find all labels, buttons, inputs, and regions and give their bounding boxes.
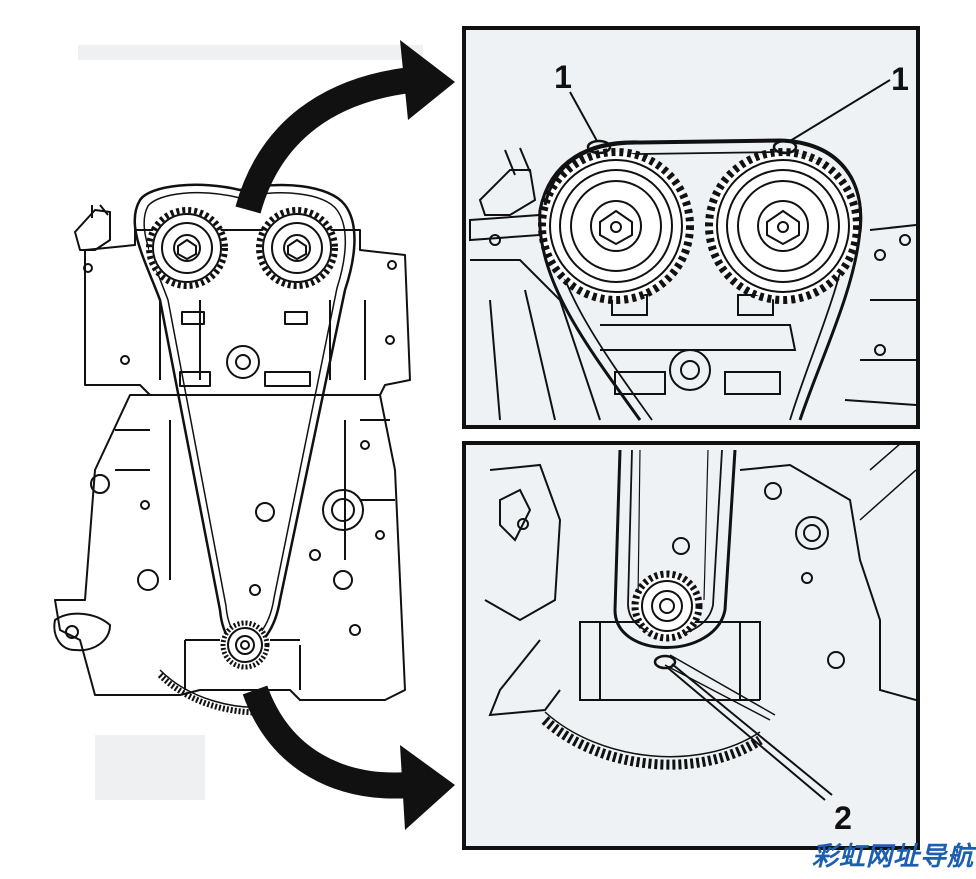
arrow-to-top-detail [235,40,455,214]
detail-sprocket-left [538,148,694,304]
timing-mark-left [586,139,612,155]
detail-sprocket-right [705,148,861,304]
timing-mark-crank [653,654,677,670]
background-watermark [78,45,423,800]
detail-crank-sprocket [631,570,703,642]
detail-panel-crankshaft: 2 [462,441,920,850]
crankshaft-sprocket-overview [220,620,270,670]
timing-mark-right [772,139,798,155]
callout-2: 2 [834,800,852,836]
leader-lines-2 [667,663,833,801]
watermark-brand-text: 彩虹网址导航 [811,842,974,872]
camshaft-sprocket-left [146,207,228,289]
callout-1-right: 1 [891,61,909,97]
detail-panel-camshaft: 1 1 [462,26,920,429]
engine-block-overview [53,204,411,701]
arrow-to-bottom-detail [242,685,455,830]
callout-1-left: 1 [554,59,572,95]
camshaft-sprocket-right [256,207,338,289]
leader-line-1-left [569,91,598,142]
leader-line-1-right [789,79,891,142]
